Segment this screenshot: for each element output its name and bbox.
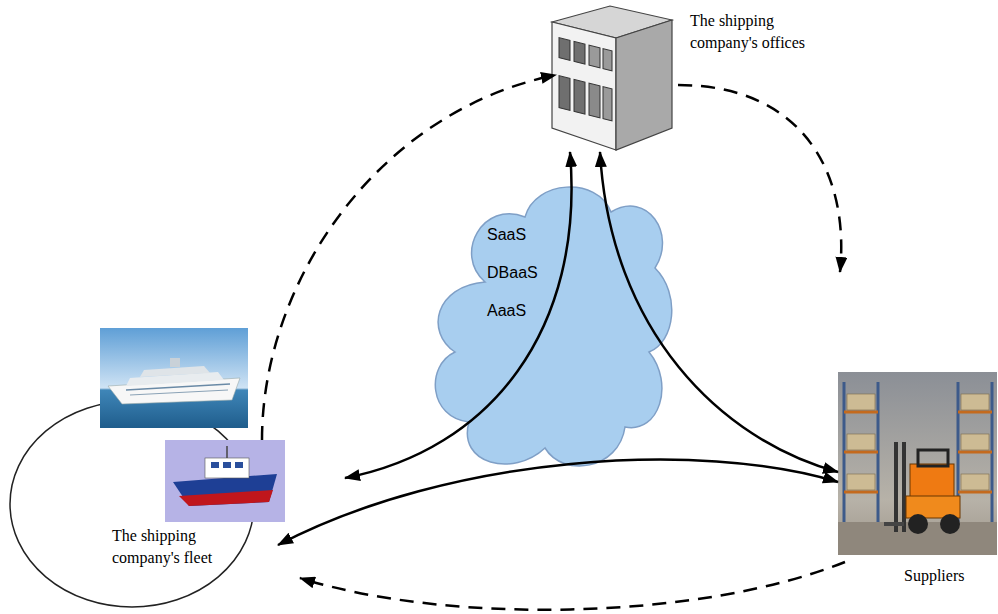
suppliers-node: Suppliers <box>838 372 997 592</box>
service-label: AaaS <box>487 301 526 320</box>
node-label: The shipping company's offices <box>690 10 820 53</box>
cloud-shape <box>425 172 673 482</box>
dashed-arrow <box>300 562 845 610</box>
office-node: The shipping company's offices <box>548 0 676 152</box>
cloud-node: SaaS DBaaS AaaS <box>425 172 673 482</box>
node-label: Suppliers <box>904 565 964 587</box>
fleet-node: The shipping company's fleet <box>5 328 285 610</box>
fleet-ellipse <box>5 328 285 610</box>
warehouse-photo <box>838 372 997 555</box>
dashed-arrow <box>678 85 841 272</box>
service-label: SaaS <box>487 225 526 244</box>
office-building <box>548 0 676 152</box>
solid-arrow <box>278 460 838 545</box>
service-label: DBaaS <box>487 263 538 282</box>
node-label: The shipping company's fleet <box>112 525 242 568</box>
